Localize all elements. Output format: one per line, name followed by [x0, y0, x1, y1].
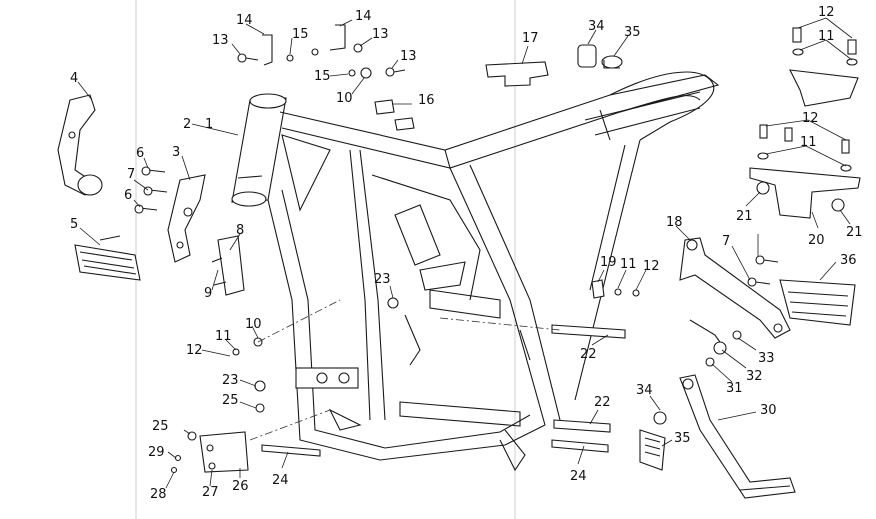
- callout-23a: 23: [374, 272, 391, 287]
- part-36-footpeg: [779, 279, 856, 326]
- parts-11-12-mid-right: [757, 124, 852, 172]
- callout-18: 18: [666, 215, 683, 230]
- callout-8: 8: [236, 223, 244, 238]
- callout-19: 19: [600, 255, 617, 270]
- bolts-6-7-right: [747, 255, 779, 287]
- callout-29: 29: [148, 445, 165, 460]
- callout-30: 30: [760, 403, 777, 418]
- assembly-line-2: [249, 409, 331, 441]
- callout-11a: 11: [818, 29, 835, 44]
- callout-12b: 12: [802, 111, 819, 126]
- callout-14a: 14: [236, 13, 253, 28]
- callout-7b: 7: [722, 234, 730, 249]
- callout-22b: 22: [594, 395, 611, 410]
- parts-13-15-hardware: [237, 24, 406, 79]
- callout-15a: 15: [292, 27, 309, 42]
- callout-25b: 25: [222, 393, 239, 408]
- part-5-footpeg: [74, 235, 141, 281]
- callout-6a: 6: [136, 146, 144, 161]
- callout-5: 5: [70, 217, 78, 232]
- callout-11c: 11: [620, 257, 637, 272]
- callout-14b: 14: [355, 9, 372, 24]
- callout-16: 16: [418, 93, 435, 108]
- callout-2: 2: [183, 117, 191, 132]
- callout-17: 17: [522, 31, 539, 46]
- callout-7a: 7: [127, 167, 135, 182]
- part-3-bracket: [167, 174, 206, 263]
- callout-26: 26: [232, 479, 249, 494]
- assembly-line-1: [257, 299, 341, 343]
- callout-25a: 25: [152, 419, 169, 434]
- part-17-bracket: [485, 61, 549, 87]
- callout-34a: 34: [588, 19, 605, 34]
- part-4-bracket: [57, 94, 103, 196]
- parts-31-33-spring: [689, 319, 742, 367]
- callout-23b: 23: [222, 373, 239, 388]
- assembly-line-3: [439, 317, 561, 331]
- part-16-pads: [374, 99, 415, 131]
- main-frame: [231, 71, 720, 472]
- callout-13a: 13: [212, 33, 229, 48]
- callout-4: 4: [70, 71, 78, 86]
- callout-13b: 13: [372, 27, 389, 42]
- callout-27: 27: [202, 485, 219, 500]
- parts-11-12-top-right: [789, 27, 859, 107]
- part-8-plate: [211, 235, 245, 296]
- callout-15b: 15: [314, 69, 331, 84]
- callout-21b: 21: [846, 225, 863, 240]
- callout-35b: 35: [674, 431, 691, 446]
- callout-35a: 35: [624, 25, 641, 40]
- part-30-sidestand: [679, 374, 796, 499]
- parts-34-35-bushing: [577, 44, 623, 69]
- callout-31: 31: [726, 381, 743, 396]
- callout-21a: 21: [736, 209, 753, 224]
- part-18-footpeg-bracket: [679, 237, 791, 339]
- parts-34-35-spring: [639, 411, 667, 471]
- callout-11d: 11: [215, 329, 232, 344]
- callout-9: 9: [204, 286, 212, 301]
- callout-33: 33: [758, 351, 775, 366]
- callout-12a: 12: [818, 5, 835, 20]
- callout-10a: 10: [336, 91, 353, 106]
- parts-19-11-12-center: [591, 279, 640, 299]
- callout-32: 32: [746, 369, 763, 384]
- callout-11b: 11: [800, 135, 817, 150]
- callout-34b: 34: [636, 383, 653, 398]
- callout-24b: 24: [570, 469, 587, 484]
- callout-28: 28: [150, 487, 167, 502]
- callout-12d: 12: [186, 343, 203, 358]
- callout-36: 36: [840, 253, 857, 268]
- callout-3: 3: [172, 145, 180, 160]
- axles-22-24: [261, 324, 626, 457]
- callout-24a: 24: [272, 473, 289, 488]
- callout-12c: 12: [643, 259, 660, 274]
- callout-6b: 6: [124, 188, 132, 203]
- callout-10b: 10: [245, 317, 262, 332]
- parts-23-25-26-hardware: [170, 297, 399, 474]
- callout-labels: 1 2 3 4 5 6 6 7 7 8 9 10 10 11 11 11 11 …: [70, 5, 863, 502]
- part-20-bracket: [749, 167, 861, 219]
- callout-20: 20: [808, 233, 825, 248]
- callout-13c: 13: [400, 49, 417, 64]
- callout-22a: 22: [580, 347, 597, 362]
- callout-1: 1: [205, 117, 213, 132]
- leader-lines: [77, 17, 853, 489]
- bolts-6-7: [134, 166, 168, 214]
